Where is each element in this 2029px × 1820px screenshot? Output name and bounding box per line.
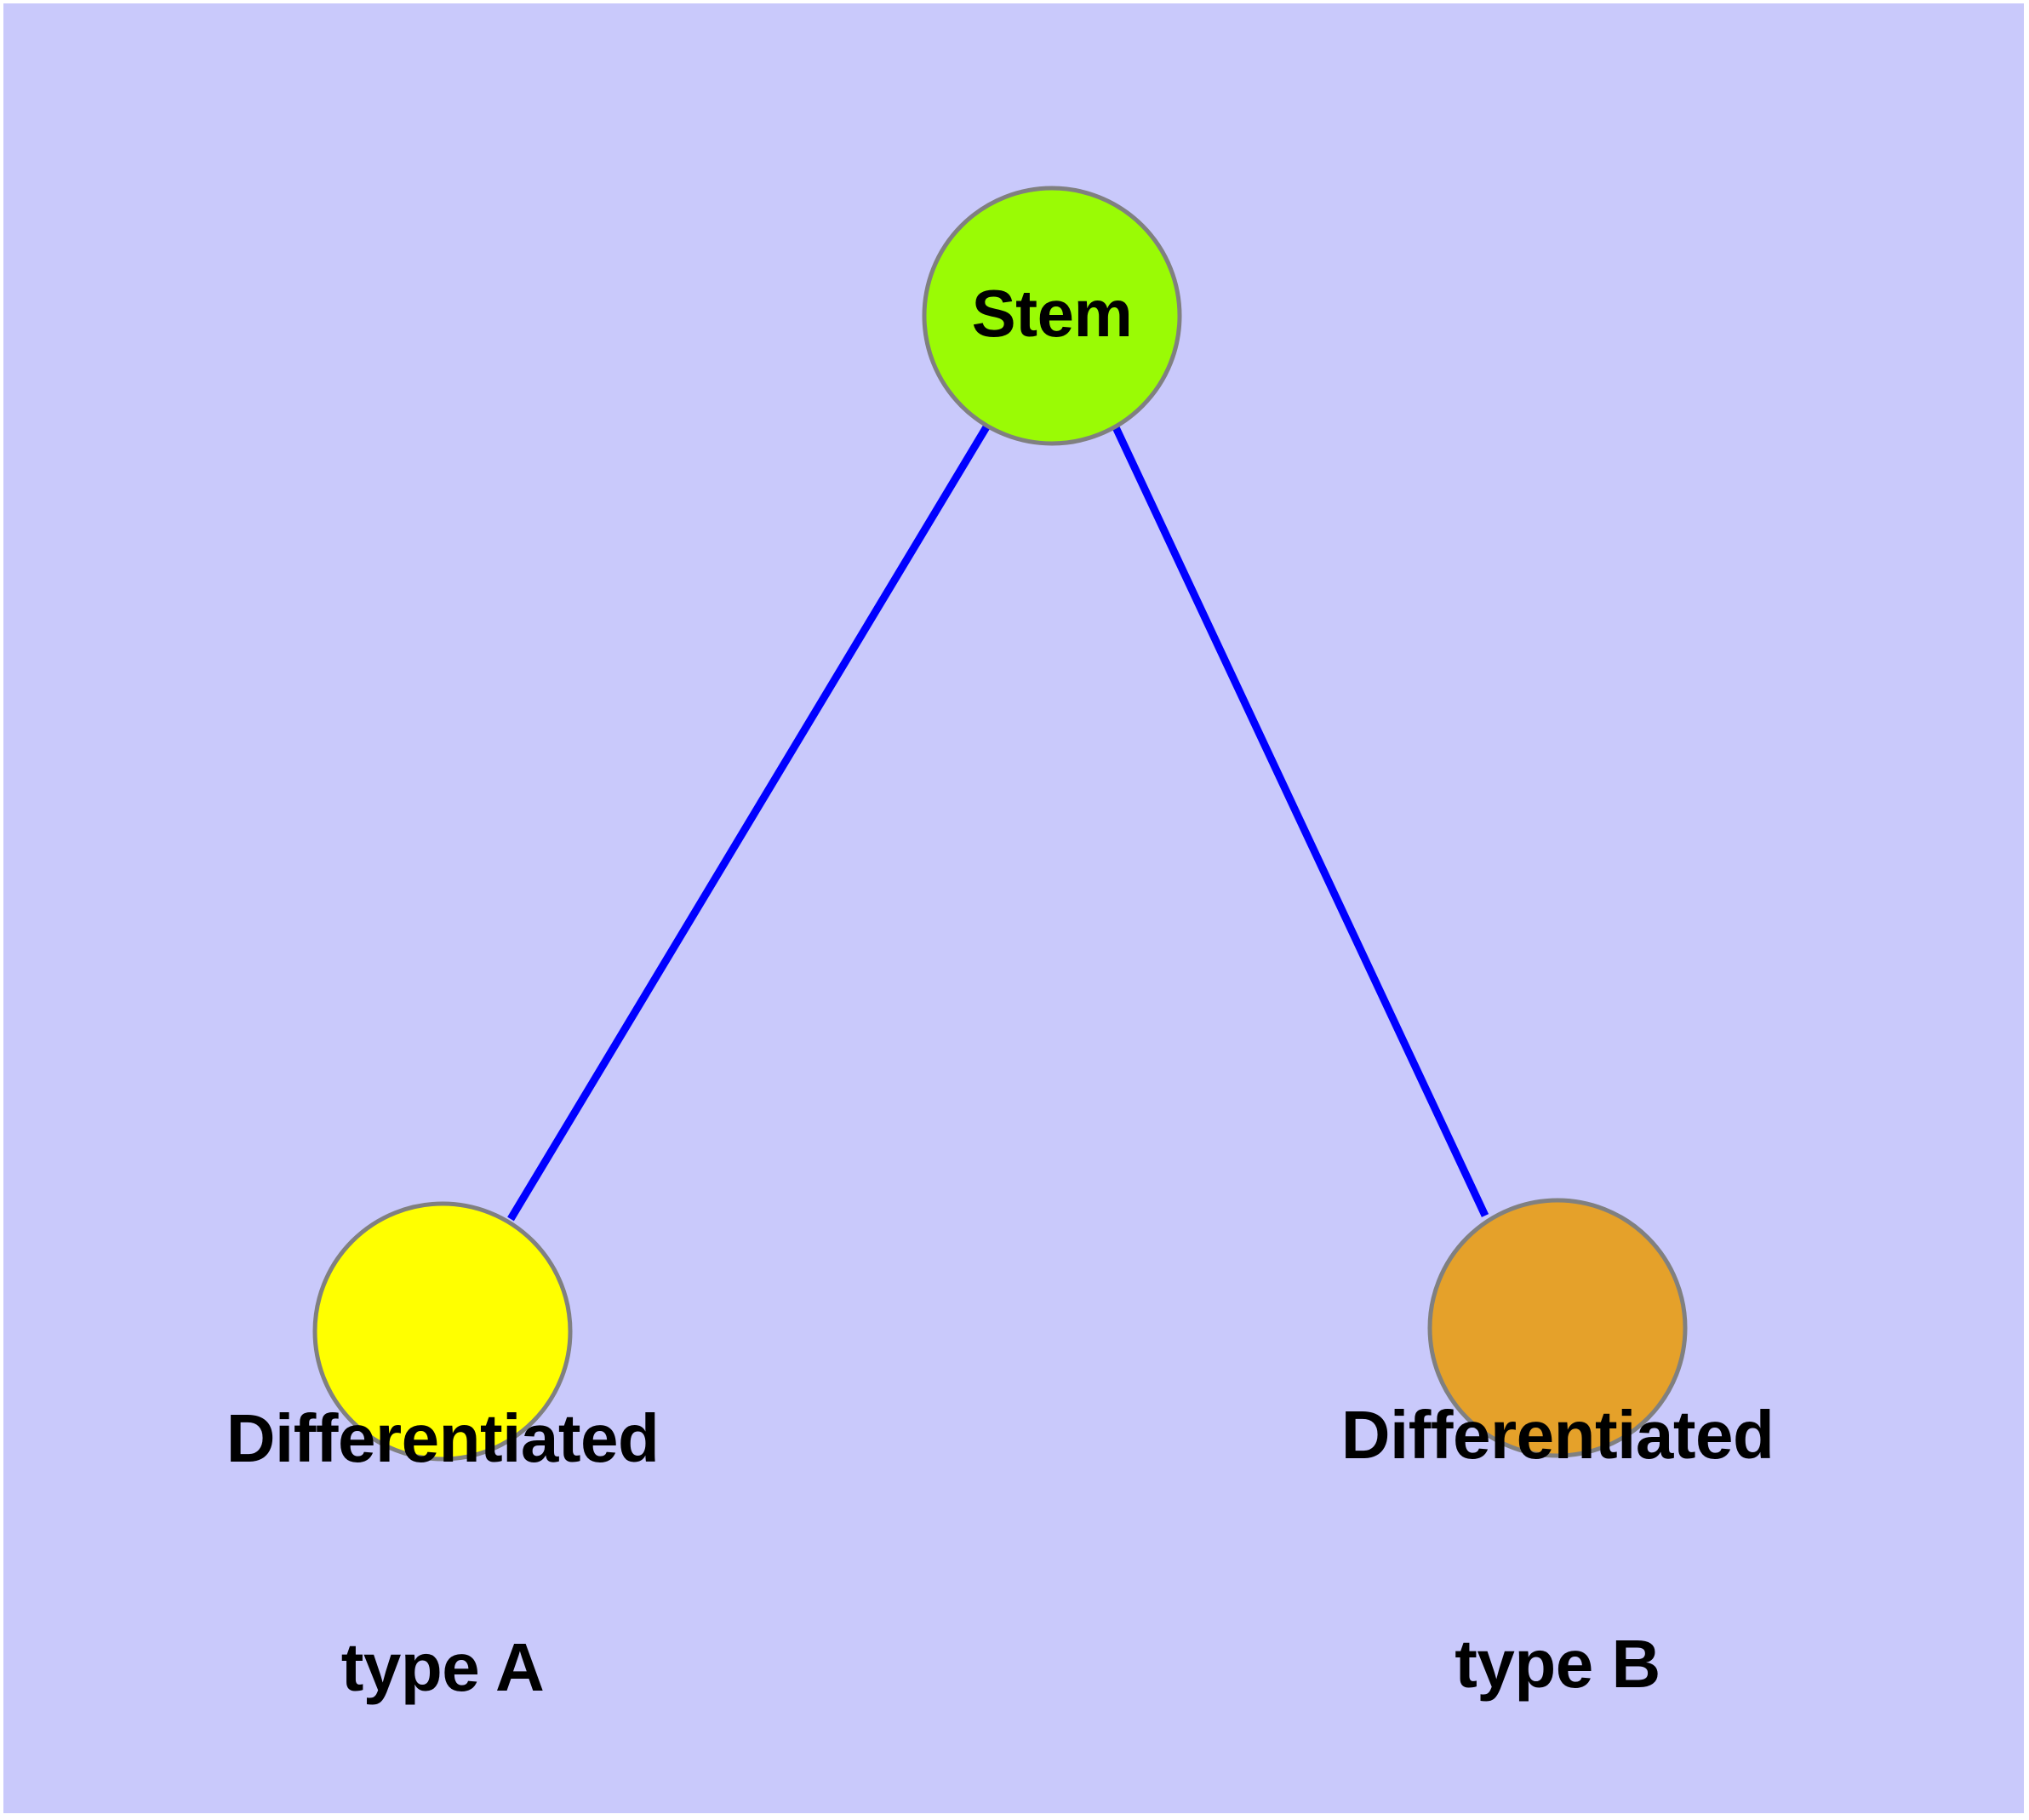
- edges-group: [507, 423, 1489, 1222]
- edge-stem-differentiated-type-b: [1112, 426, 1489, 1217]
- edge-stem-differentiated-type-a: [507, 423, 991, 1222]
- node-differentiated-type-a[interactable]: [312, 1201, 573, 1462]
- node-differentiated-type-b[interactable]: [1427, 1198, 1688, 1458]
- nodes-group: [312, 186, 1688, 1462]
- node-stem[interactable]: [922, 186, 1182, 446]
